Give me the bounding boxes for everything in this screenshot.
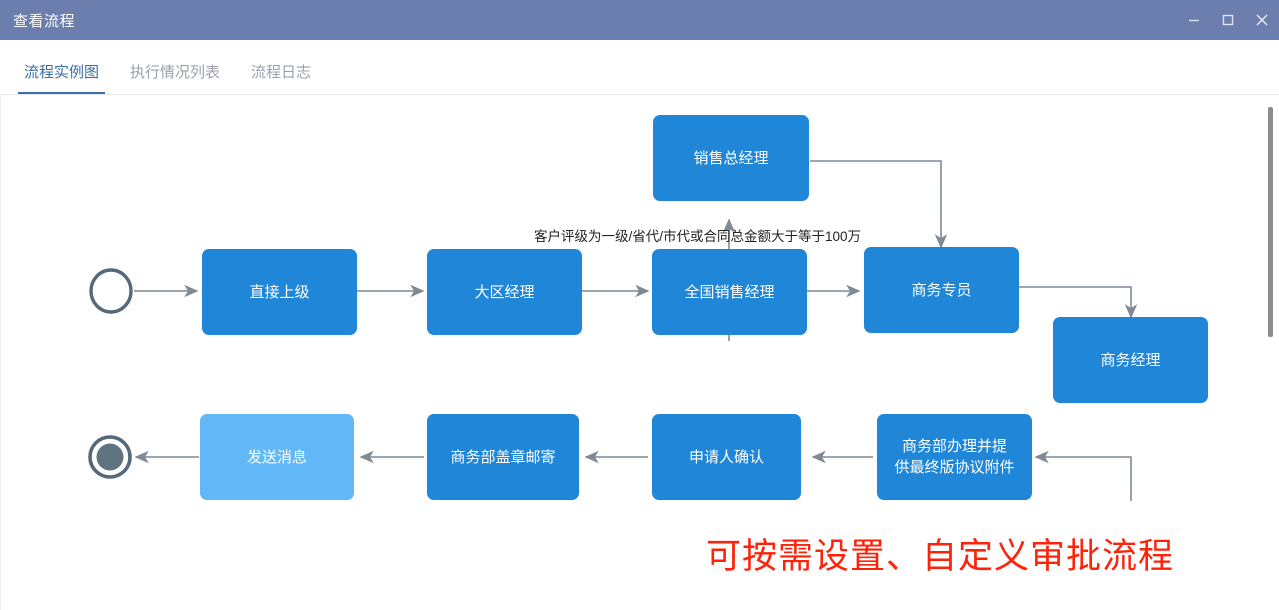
- node-label: 大区经理: [474, 283, 535, 301]
- node-applicant-confirm[interactable]: 申请人确认: [652, 414, 801, 500]
- node-label-line2: 供最终版协议附件: [894, 459, 1015, 476]
- node-business-dept-stamp-mail[interactable]: 商务部盖章邮寄: [427, 414, 579, 500]
- node-region-manager[interactable]: 大区经理: [427, 249, 582, 335]
- node-label: 商务专员: [911, 281, 972, 299]
- flowchart-inner: 销售总经理 直接上级 大区经理 全国销售经理 商务专员 商务经理 商务部办理并提…: [1, 95, 1279, 610]
- node-label: 全国销售经理: [684, 283, 775, 301]
- maximize-button[interactable]: [1211, 0, 1245, 40]
- node-business-dept-final-agreement[interactable]: 商务部办理并提 供最终版协议附件: [877, 414, 1032, 500]
- node-business-manager[interactable]: 商务经理: [1053, 317, 1208, 403]
- tab-process-log[interactable]: 流程日志: [251, 64, 312, 81]
- tab-bar: 流程实例图 执行情况列表 流程日志: [0, 40, 1279, 95]
- window-controls: [1177, 0, 1279, 40]
- node-label: 申请人确认: [688, 448, 764, 466]
- tab-process-instance-diagram[interactable]: 流程实例图: [12, 61, 111, 94]
- maximize-icon: [1222, 14, 1234, 26]
- edge-business-specialist-to-business-manager: [1019, 286, 1138, 319]
- node-label: 商务部盖章邮寄: [450, 448, 556, 466]
- node-direct-supervisor[interactable]: 直接上级: [202, 249, 357, 335]
- node-label: 商务经理: [1100, 351, 1161, 369]
- flowchart-canvas[interactable]: 销售总经理 直接上级 大区经理 全国销售经理 商务专员 商务经理 商务部办理并提…: [0, 95, 1279, 610]
- node-label: 直接上级: [249, 283, 310, 301]
- node-label: 发送消息: [246, 448, 307, 466]
- tab-execution-list[interactable]: 执行情况列表: [130, 64, 221, 81]
- minimize-button[interactable]: [1177, 0, 1211, 40]
- connector-layer: [134, 160, 1138, 501]
- edge-business-manager-to-contract-dept: [1034, 450, 1132, 501]
- node-national-sales-manager[interactable]: 全国销售经理: [652, 249, 807, 335]
- vertical-scrollbar[interactable]: [1262, 95, 1279, 610]
- annotation-banner: 可按需设置、自定义审批流程: [706, 537, 1175, 576]
- node-business-specialist[interactable]: 商务专员: [864, 247, 1019, 333]
- node-send-message[interactable]: 发送消息: [200, 414, 354, 500]
- node-sales-general-manager[interactable]: 销售总经理: [653, 115, 809, 201]
- end-event-node[interactable]: [87, 432, 135, 482]
- edge-condition-label: 客户评级为一级/省代/市代或合同总金额大于等于100万: [534, 229, 862, 244]
- title-bar: 查看流程: [0, 0, 1279, 40]
- close-button[interactable]: [1245, 0, 1279, 40]
- vertical-scrollbar-thumb[interactable]: [1268, 107, 1273, 337]
- node-label-line1: 商务部办理并提: [901, 438, 1007, 455]
- start-event-node[interactable]: [88, 266, 135, 316]
- node-label: 销售总经理: [693, 149, 769, 167]
- window-title: 查看流程: [13, 12, 76, 30]
- minimize-icon: [1189, 19, 1199, 22]
- edge-sales-gm-to-business-specialist: [810, 160, 948, 249]
- close-icon: [1256, 14, 1268, 26]
